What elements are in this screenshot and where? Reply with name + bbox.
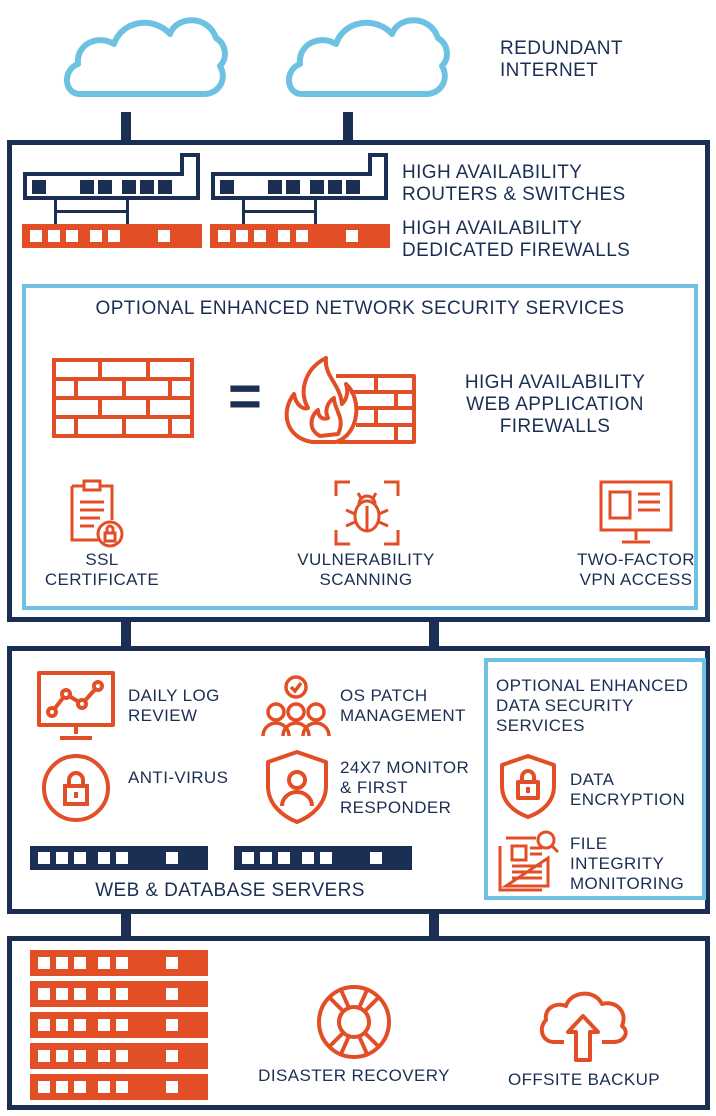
- router-switch-right: [210, 152, 392, 252]
- web-database-servers-label: WEB & DATABASE SERVERS: [95, 880, 365, 901]
- web-application-firewalls-label: HIGH AVAILABILITY WEB APPLICATION FIREWA…: [464, 372, 646, 437]
- anti-virus-label: ANTI-VIRUS: [128, 768, 229, 787]
- cloud-icon-right: [280, 6, 450, 102]
- file-integrity-icon: [496, 828, 560, 892]
- storage-rack-stack: [30, 950, 208, 1102]
- router-switch-left: [22, 152, 204, 252]
- file-integrity-monitoring-label: FILE INTEGRITY MONITORING: [570, 834, 685, 893]
- offsite-backup-icon: [536, 984, 632, 1064]
- patch-management-icon: [260, 674, 332, 740]
- web-application-firewall-icon: [276, 350, 416, 446]
- cloud-icon-left: [58, 6, 228, 102]
- routers-switches-label: HIGH AVAILABILITY ROUTERS & SWITCHES: [402, 162, 626, 205]
- os-patch-management-label: OS PATCH MANAGEMENT: [340, 686, 466, 725]
- antivirus-icon: [40, 752, 112, 824]
- log-review-icon: [36, 670, 116, 742]
- web-server-rack-right: [234, 846, 412, 870]
- connector-servers-left: [121, 912, 131, 940]
- daily-log-review-label: DAILY LOG REVIEW: [128, 686, 220, 725]
- offsite-backup-label: OFFSITE BACKUP: [507, 1070, 660, 1089]
- vulnerability-scan-icon: [332, 478, 402, 548]
- data-encryption-icon: [498, 752, 558, 820]
- ssl-certificate-label: SSL CERTIFICATE: [44, 550, 160, 589]
- disaster-recovery-label: DISASTER RECOVERY: [258, 1066, 450, 1085]
- server-layer-box: [7, 646, 710, 914]
- firewall-right: [210, 224, 390, 248]
- redundant-internet-label: REDUNDANT INTERNET: [500, 38, 623, 81]
- monitor-responder-icon: [262, 748, 332, 826]
- connector-servers-right: [429, 912, 439, 940]
- vulnerability-scanning-label: VULNERABILITY SCANNING: [297, 550, 435, 589]
- disaster-recovery-icon: [314, 982, 394, 1062]
- connector-cloud-left: [121, 112, 131, 144]
- firewall-left: [22, 224, 202, 248]
- connector-network-left: [121, 620, 131, 650]
- connector-network-right: [429, 620, 439, 650]
- data-encryption-label: DATA ENCRYPTION: [570, 770, 686, 809]
- dedicated-firewalls-label: HIGH AVAILABILITY DEDICATED FIREWALLS: [402, 218, 631, 261]
- enhanced-network-security-box: [22, 284, 698, 610]
- enhanced-data-security-title: OPTIONAL ENHANCED DATA SECURITY SERVICES: [496, 676, 689, 735]
- brick-wall-icon: [52, 358, 194, 438]
- enhanced-data-security-box: [484, 658, 706, 900]
- network-layer-box: [7, 140, 710, 622]
- monitor-first-responder-label: 24X7 MONITOR & FIRST RESPONDER: [340, 758, 470, 817]
- ssl-certificate-icon: [66, 478, 126, 548]
- two-factor-vpn-label: TWO-FACTOR VPN ACCESS: [577, 550, 695, 589]
- vpn-access-icon: [598, 478, 674, 548]
- equals-sign: =: [228, 364, 262, 429]
- web-server-rack-left: [30, 846, 208, 870]
- backup-layer-box: [7, 936, 710, 1110]
- enhanced-network-security-title: OPTIONAL ENHANCED NETWORK SECURITY SERVI…: [95, 298, 625, 319]
- connector-cloud-right: [343, 112, 353, 144]
